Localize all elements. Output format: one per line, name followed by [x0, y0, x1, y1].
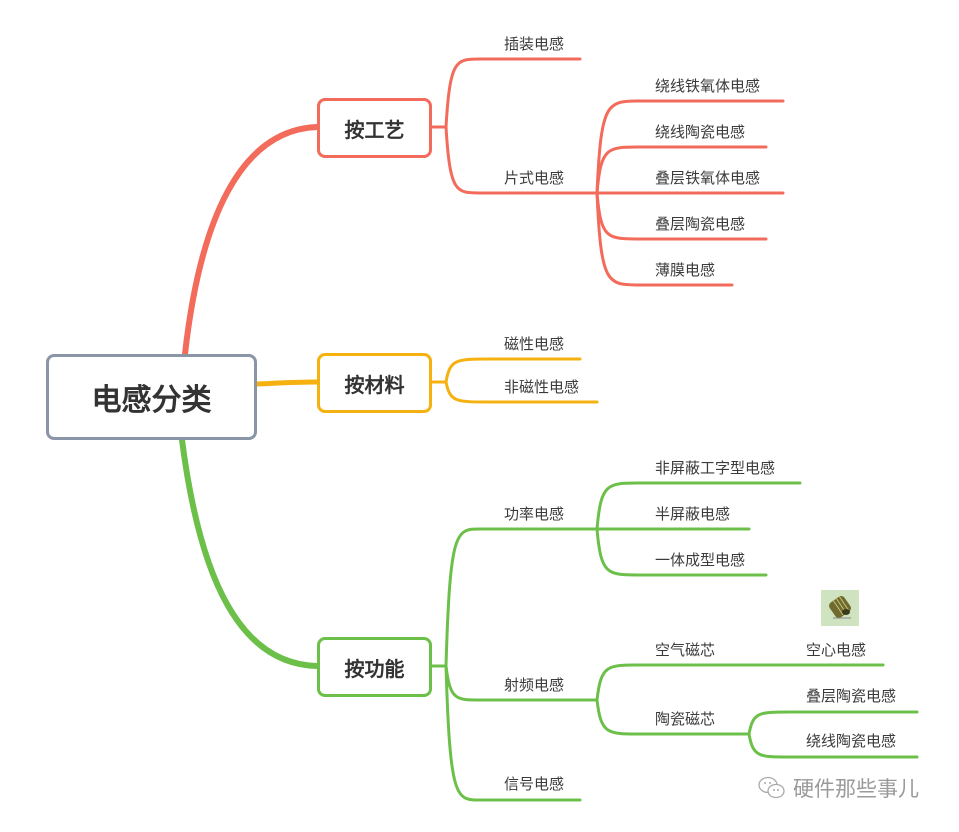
- node-by-function-label: 按功能: [344, 656, 405, 681]
- connector-chip: [444, 125, 599, 195]
- connector-power-child: [595, 527, 768, 577]
- connector-rf-ceramic-child: [747, 732, 919, 759]
- node-by-material-label: 按材料: [344, 372, 405, 397]
- connector-signal: [444, 664, 582, 802]
- node-by-function[interactable]: 按功能: [317, 637, 432, 697]
- connector-plugin: [444, 57, 582, 129]
- connector-ceramic-core: [595, 698, 751, 736]
- node-signal-inductor[interactable]: 信号电感: [504, 775, 565, 793]
- node-air-core[interactable]: 空气磁芯: [655, 641, 716, 659]
- node-magnetic[interactable]: 磁性电感: [504, 335, 565, 353]
- air-core-inductor-image: [821, 590, 859, 626]
- connector-air-core: [595, 663, 885, 702]
- watermark: 硬件那些事儿: [757, 773, 919, 803]
- root-label: 电感分类: [91, 383, 212, 418]
- connector-root-process: [182, 124, 320, 357]
- node-plugin-inductor[interactable]: 插装电感: [504, 35, 565, 53]
- node-multilayer-ceramic[interactable]: 叠层陶瓷电感: [655, 215, 746, 233]
- connector-chip-child: [595, 145, 768, 195]
- node-semi-shielded[interactable]: 半屏蔽电感: [655, 505, 731, 523]
- node-power-inductor[interactable]: 功率电感: [504, 505, 565, 523]
- node-molded[interactable]: 一体成型电感: [655, 551, 746, 569]
- node-by-process[interactable]: 按工艺: [317, 98, 432, 158]
- node-wound-ferrite[interactable]: 绕线铁氧体电感: [655, 77, 761, 95]
- watermark-text: 硬件那些事儿: [793, 777, 919, 801]
- node-by-process-label: 按工艺: [344, 117, 405, 142]
- node-rf-multilayer-ceramic[interactable]: 叠层陶瓷电感: [806, 687, 897, 705]
- node-ceramic-core[interactable]: 陶瓷磁芯: [655, 710, 716, 728]
- node-unshielded-drum[interactable]: 非屏蔽工字型电感: [655, 459, 776, 477]
- connector-non-magnetic: [444, 380, 599, 404]
- connector-rf-ceramic-child: [747, 710, 919, 736]
- node-non-magnetic[interactable]: 非磁性电感: [504, 378, 580, 396]
- node-rf-inductor[interactable]: 射频电感: [504, 676, 565, 694]
- connector-power-child: [595, 481, 802, 531]
- node-by-material[interactable]: 按材料: [317, 353, 432, 413]
- node-chip-inductor[interactable]: 片式电感: [504, 169, 565, 187]
- connector-chip-child: [595, 191, 734, 287]
- node-air-core-inductor[interactable]: 空心电感: [806, 641, 867, 659]
- connector-magnetic: [444, 357, 582, 384]
- node-wound-ceramic[interactable]: 绕线陶瓷电感: [655, 123, 746, 141]
- node-multilayer-ferrite[interactable]: 叠层铁氧体电感: [655, 169, 761, 187]
- connector-root-material: [254, 379, 320, 387]
- connector-power: [444, 527, 599, 668]
- wechat-icon: [758, 776, 785, 799]
- node-rf-wound-ceramic[interactable]: 绕线陶瓷电感: [806, 732, 897, 750]
- connector-chip-child: [595, 99, 785, 195]
- root-node[interactable]: 电感分类: [46, 354, 257, 440]
- inductor-coil-icon: [829, 595, 851, 619]
- node-thin-film[interactable]: 薄膜电感: [655, 261, 716, 279]
- connector-root-function: [179, 437, 320, 669]
